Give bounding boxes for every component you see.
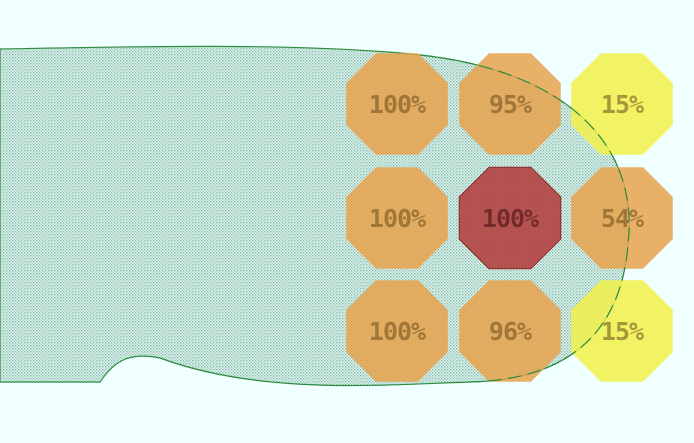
cell-percent-label: 54% — [601, 204, 644, 233]
cell-percent-label: 15% — [601, 317, 644, 346]
octagon-marker — [346, 53, 448, 155]
cell-r1-c3: 15% — [571, 53, 673, 155]
octagon-marker — [346, 280, 448, 382]
octagon-marker — [346, 167, 448, 269]
octagon-marker — [459, 280, 561, 382]
cell-percent-label: 100% — [369, 90, 426, 119]
region-outline-dashed — [419, 54, 630, 383]
cell-percent-label: 100% — [482, 204, 539, 233]
cell-r1-c1: 100% — [346, 53, 448, 155]
cell-r3-c2: 96% — [459, 280, 561, 382]
octagon-marker — [458, 166, 562, 270]
octagon-marker — [571, 53, 673, 155]
cell-r2-c1: 100% — [346, 167, 448, 269]
cell-percent-label: 100% — [369, 204, 426, 233]
cell-percent-label: 96% — [489, 317, 532, 346]
octagon-grid: 100% 95% 15% 100% 100% 54% 100% 96% 15% — [346, 53, 673, 382]
octagon-marker — [459, 53, 561, 155]
octagon-marker — [571, 280, 673, 382]
cell-r3-c1: 100% — [346, 280, 448, 382]
cell-r3-c3: 15% — [571, 280, 673, 382]
cell-percent-label: 95% — [489, 90, 532, 119]
cell-percent-label: 100% — [369, 317, 426, 346]
cell-r1-c2: 95% — [459, 53, 561, 155]
octagon-marker — [571, 167, 673, 269]
cell-r2-c2: 100% — [458, 166, 562, 270]
cell-percent-label: 15% — [601, 90, 644, 119]
cell-r2-c3: 54% — [571, 167, 673, 269]
